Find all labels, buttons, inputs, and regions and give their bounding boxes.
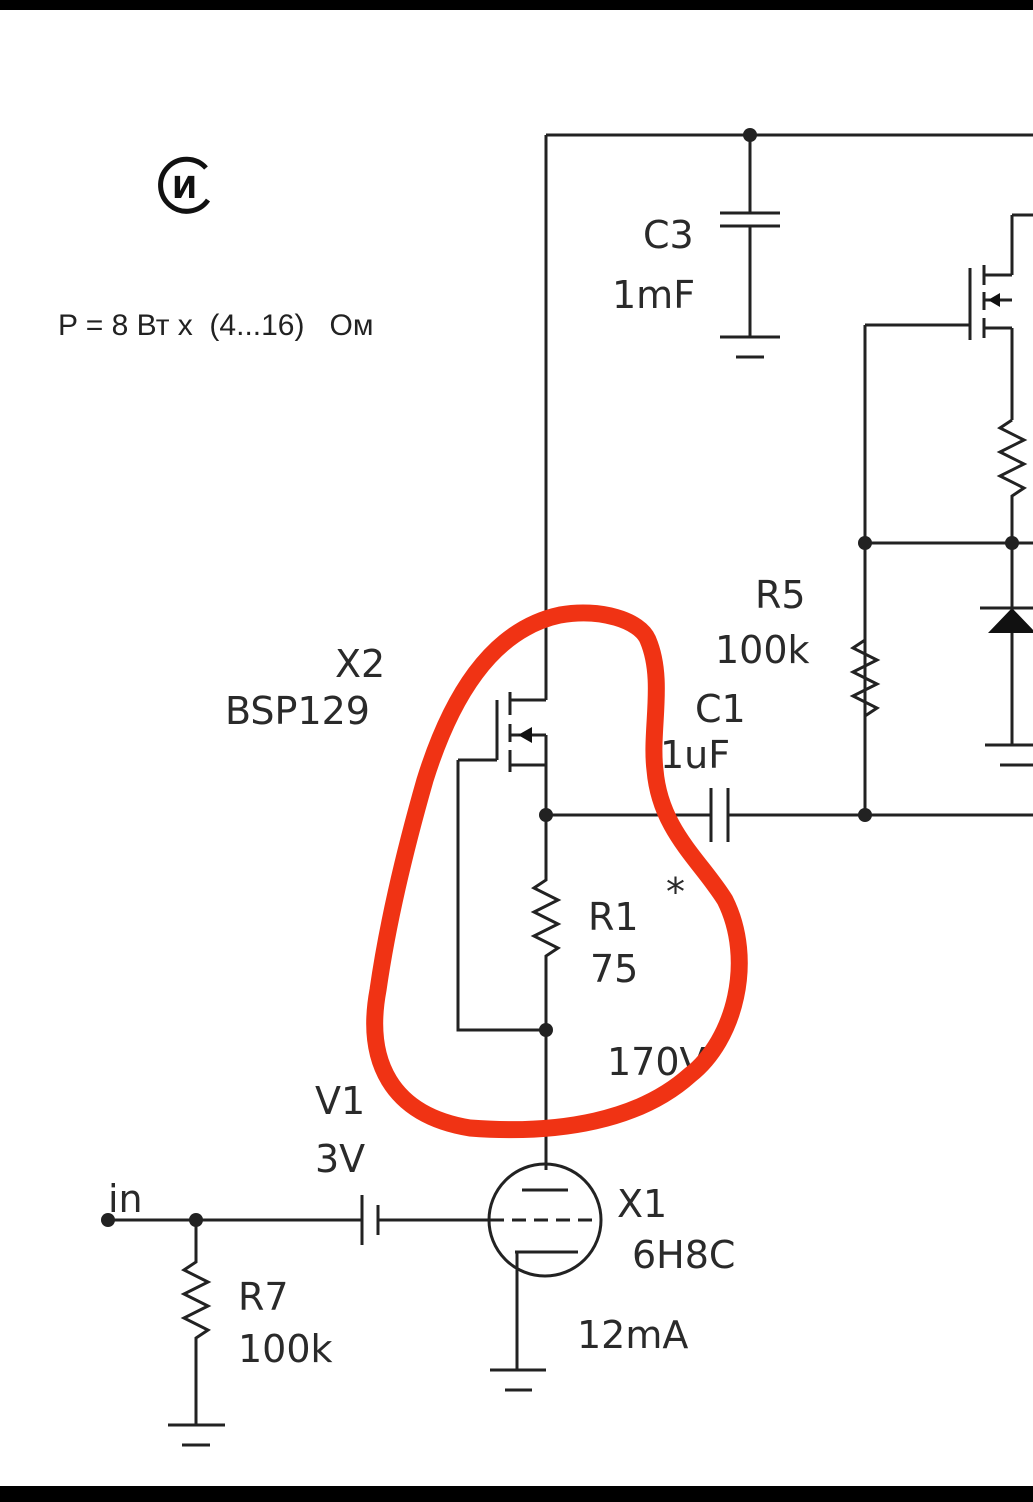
r7-ref: R7	[238, 1275, 289, 1319]
bias-wires	[863, 325, 1033, 815]
r1-value: 75	[590, 947, 638, 991]
v1-value: 3V	[315, 1137, 365, 1181]
input-network	[101, 1195, 490, 1447]
r5-value: 100k	[715, 628, 810, 672]
x2-value: BSP129	[225, 689, 370, 733]
bottom-frame-bar	[0, 1486, 1033, 1502]
mosfet-right	[865, 213, 1033, 420]
current-label: 12mA	[577, 1313, 688, 1357]
svg-text:И: И	[172, 171, 197, 206]
x1-value: 6H8C	[632, 1233, 735, 1277]
r7-value: 100k	[238, 1327, 333, 1371]
x2-ref: X2	[335, 642, 385, 686]
red-highlight-outline	[366, 604, 748, 1139]
capacitor-c1	[539, 788, 1033, 842]
zener-diode	[980, 606, 1033, 633]
v1-ref: V1	[315, 1079, 365, 1123]
r1-ref: R1	[588, 895, 639, 939]
r5-ref: R5	[755, 573, 806, 617]
x1-ref: X1	[617, 1182, 667, 1226]
c3-ref: C3	[643, 213, 694, 257]
capacitor-c3	[720, 128, 780, 359]
supply-rail	[544, 133, 1033, 700]
tube-x1	[487, 1162, 603, 1392]
c1-value: 1uF	[660, 733, 730, 777]
r1-mark: *	[666, 870, 685, 914]
c1-ref: C1	[695, 687, 746, 731]
input-label[interactable]: in	[108, 1177, 143, 1221]
resistor-r5	[849, 638, 881, 718]
c3-value: 1mF	[612, 273, 695, 317]
resistor-right	[996, 418, 1028, 543]
logo-mark: И	[158, 156, 211, 214]
power-note: P = 8 Вт x (4...16) Ом	[58, 309, 373, 342]
top-frame-bar	[0, 0, 1033, 10]
mosfet-x2	[458, 692, 548, 815]
resistor-r1	[456, 760, 562, 1170]
